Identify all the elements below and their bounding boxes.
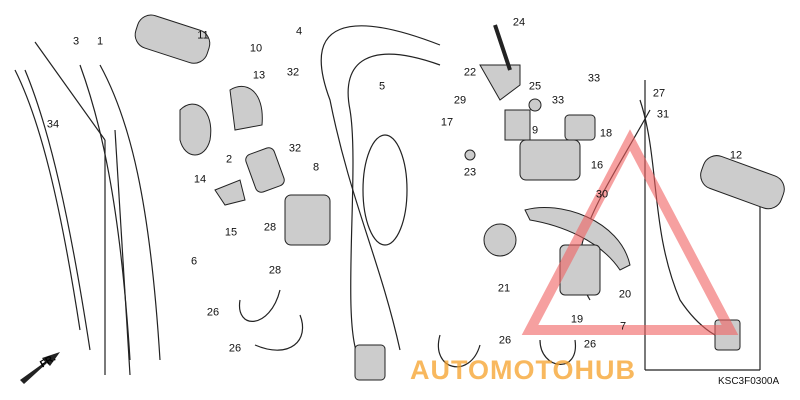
part-label: 10 [249,42,263,55]
part-label: 33 [587,72,601,85]
diagram-code: KSC3F0300A [718,376,780,387]
part-label: 14 [193,173,207,186]
switch-9 [504,109,531,141]
tube-2 [245,147,285,193]
part-18 [564,114,596,141]
part-label: 32 [286,66,300,79]
cable-5 [347,53,441,361]
part-label: 19 [570,313,584,326]
part-label: 28 [263,221,277,234]
part-label: 9 [531,124,539,137]
part-label: 29 [453,94,467,107]
part-label: 5 [378,80,386,93]
watermark: AUTOMOTOHUB [410,355,636,385]
holder-22 [479,64,521,101]
housing-13 [229,85,263,131]
part-label: 28 [268,264,282,277]
part-label: 27 [652,87,666,100]
part-label: 23 [463,166,477,179]
grip-12 [700,155,785,210]
part-label: 26 [206,306,220,319]
part-label: 26 [583,338,597,351]
part-label: 33 [551,94,565,107]
part-label: 12 [729,149,743,162]
cable-34 [14,69,81,331]
cable-1 [99,64,161,361]
part-label: 21 [497,282,511,295]
watermark-triangle [521,129,739,335]
part-label: 11 [197,29,209,42]
part-label: 26 [498,334,512,347]
part-label: 8 [312,161,320,174]
housing-14 [179,103,212,156]
lever-20 [524,206,631,271]
part-label: 16 [590,159,604,172]
part-label: 2 [225,153,233,166]
part-label: 22 [463,66,477,79]
part-label: 25 [528,80,542,93]
part-label: 26 [228,342,242,355]
clip-26 [238,289,281,322]
cable-4 [320,25,441,351]
part-label: 15 [224,226,238,239]
holder-16 [519,139,581,181]
part-label: 20 [618,288,632,301]
connector [354,344,386,381]
part-15 [214,179,246,206]
part-label: 24 [512,16,526,29]
part-label: 4 [295,25,303,38]
part-label: 34 [46,118,60,131]
part-label: 30 [595,188,609,201]
switch-21 [483,223,517,257]
part-label: 1 [96,35,104,48]
throttle-grip-11 [134,14,211,64]
part-label: 17 [440,116,454,129]
part-label: 7 [619,320,627,333]
part-label: 13 [252,69,266,82]
wire-harness [639,99,741,346]
part-label: 32 [288,142,302,155]
part-label: 3 [72,35,80,48]
front-arrow-icon [20,352,60,384]
switch-8 [284,194,331,246]
part-label: 18 [599,127,613,140]
part-label: 6 [190,255,198,268]
part-label: 31 [656,108,670,121]
